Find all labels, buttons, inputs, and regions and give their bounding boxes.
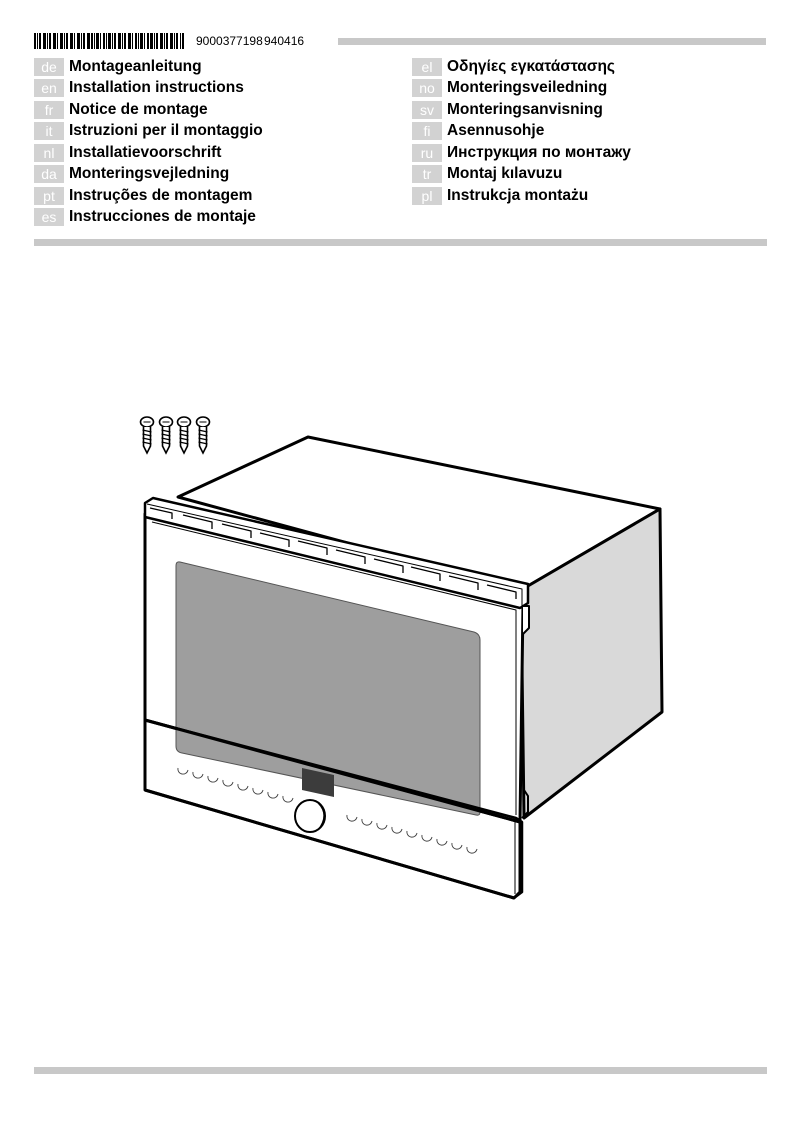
language-code-badge: da: [34, 165, 64, 184]
language-item-pl: pl Instrukcja montażu: [412, 185, 631, 207]
language-code-badge: sv: [412, 100, 442, 119]
language-item-fi: fi Asennusohje: [412, 121, 631, 143]
language-title: Инструкция по монтажу: [447, 143, 631, 161]
barcode-icon: [34, 33, 184, 49]
language-code-badge: it: [34, 122, 64, 141]
oven-body: [143, 435, 664, 900]
language-title: Instruções de montagem: [69, 186, 253, 204]
language-title: Montaj kılavuzu: [447, 165, 563, 183]
language-item-tr: tr Montaj kılavuzu: [412, 164, 631, 186]
language-item-es: es Instrucciones de montaje: [34, 207, 263, 229]
document-date-code: 940416: [264, 34, 305, 48]
language-title: Montageanleitung: [69, 57, 202, 75]
document-header: 9000377198 940416: [34, 33, 774, 49]
language-title: Οδηγίες εγκατάστασης: [447, 57, 615, 75]
language-item-el: el Οδηγίες εγκατάστασης: [412, 56, 631, 78]
language-code-badge: fr: [34, 100, 64, 119]
language-title: Instrucciones de montaje: [69, 208, 256, 226]
language-item-fr: fr Notice de montage: [34, 99, 263, 121]
language-item-nl: nl Installatievoorschrift: [34, 142, 263, 164]
language-title: Notice de montage: [69, 100, 208, 118]
language-item-da: da Monteringsvejledning: [34, 164, 263, 186]
language-code-badge: no: [412, 79, 442, 98]
language-title: Istruzioni per il montaggio: [69, 122, 263, 140]
section-rule-bottom: [34, 1067, 767, 1074]
language-title: Asennusohje: [447, 122, 545, 140]
language-code-badge: nl: [34, 143, 64, 162]
language-code-badge: fi: [412, 122, 442, 141]
language-code-badge: es: [34, 208, 64, 227]
language-code-badge: ru: [412, 143, 442, 162]
language-item-it: it Istruzioni per il montaggio: [34, 121, 263, 143]
language-item-sv: sv Monteringsanvisning: [412, 99, 631, 121]
language-item-ru: ru Инструкция по монтажу: [412, 142, 631, 164]
language-code-badge: el: [412, 57, 442, 76]
language-title: Instrukcja montażu: [447, 186, 589, 204]
language-list-right: el Οδηγίες εγκατάστασης no Monteringsvei…: [412, 56, 631, 207]
header-rule: [338, 38, 766, 45]
language-item-de: de Montageanleitung: [34, 56, 263, 78]
language-code-badge: tr: [412, 165, 442, 184]
language-code-badge: pt: [34, 186, 64, 205]
language-title: Installatievoorschrift: [69, 143, 222, 161]
language-list-left: de Montageanleitung en Installation inst…: [34, 56, 263, 228]
language-code-badge: de: [34, 57, 64, 76]
document-number: 9000377198: [196, 34, 263, 48]
language-item-pt: pt Instruções de montagem: [34, 185, 263, 207]
language-item-no: no Monteringsveiledning: [412, 78, 631, 100]
section-rule-top: [34, 239, 767, 246]
language-item-en: en Installation instructions: [34, 78, 263, 100]
language-title: Monteringsvejledning: [69, 165, 230, 183]
screws-icon: [139, 416, 211, 455]
language-title: Monteringsanvisning: [447, 100, 603, 118]
language-code-badge: pl: [412, 186, 442, 205]
language-title: Installation instructions: [69, 79, 244, 97]
language-code-badge: en: [34, 79, 64, 98]
language-title: Monteringsveiledning: [447, 79, 608, 97]
